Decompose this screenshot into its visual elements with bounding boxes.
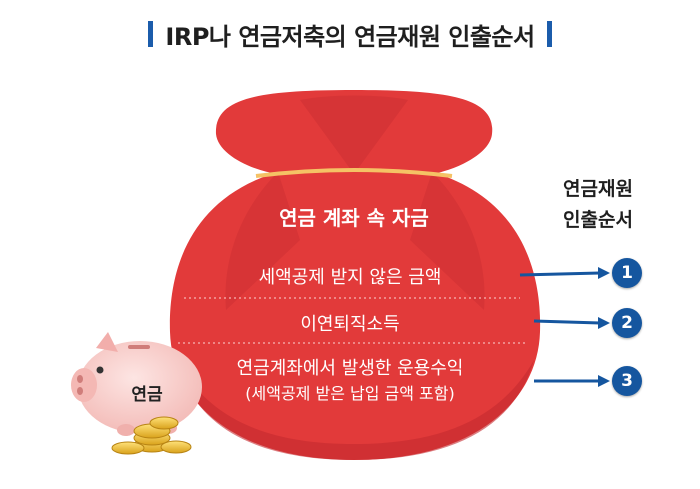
order-badge-3: 3 xyxy=(612,366,642,396)
withdrawal-order-line-2: 인출순서 xyxy=(563,209,633,231)
bag-body-bottom-shade xyxy=(176,360,534,460)
bag-row-3: 연금계좌에서 발생한 운용수익 xyxy=(236,358,464,379)
order-badge-2: 2 xyxy=(612,308,642,338)
title-row: IRP나 연금저축의 연금재원 인출순서 xyxy=(0,14,700,54)
title-right-bar xyxy=(546,21,552,47)
bag-row-2: 이연퇴직소득 xyxy=(300,314,400,335)
bag-row-3-sub: (세액공제 받은 납입 금액 포함) xyxy=(245,384,455,403)
piggy-bank-label: 연금 xyxy=(131,385,163,405)
arrow-2 xyxy=(533,317,610,329)
order-badge-1: 1 xyxy=(612,258,642,288)
bag-row-1: 세액공제 받지 않은 금액 xyxy=(258,267,442,288)
bag-top-shade xyxy=(300,95,408,174)
withdrawal-order-title: 연금재원 인출순서 xyxy=(548,174,648,236)
page-title: IRP나 연금저축의 연금재원 인출순서 xyxy=(165,22,535,51)
bag-body-fold-left xyxy=(225,172,300,310)
arrow-1 xyxy=(519,267,610,279)
bag-heading: 연금 계좌 속 자금 xyxy=(279,206,429,230)
arrow-3 xyxy=(534,375,610,387)
bag-body-fold-right xyxy=(410,172,485,310)
coins-icon xyxy=(111,416,192,455)
bag-band xyxy=(255,168,453,178)
withdrawal-order-line-1: 연금재원 xyxy=(563,178,633,200)
title-left-bar xyxy=(148,21,154,47)
piggy-bank-icon xyxy=(71,332,202,436)
